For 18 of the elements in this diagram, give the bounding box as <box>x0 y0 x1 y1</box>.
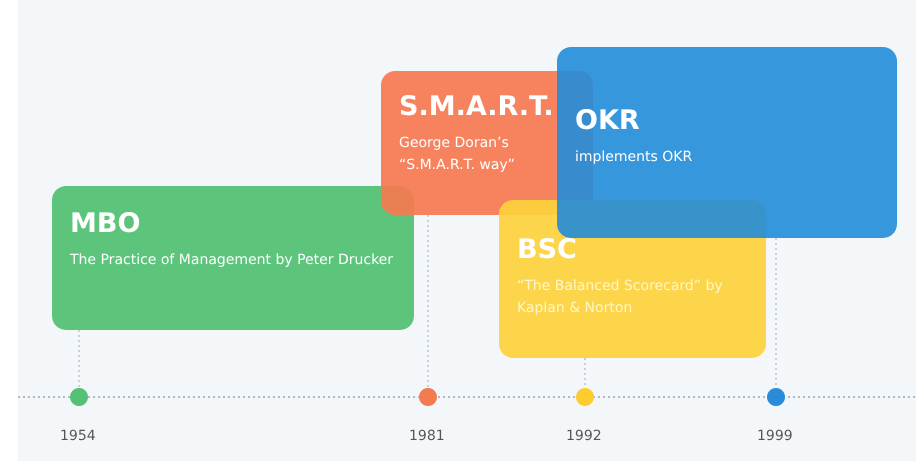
card-heading: BSC <box>517 234 577 265</box>
card-description: “The Balanced Scorecard” by Kaplan & Norton <box>517 277 724 318</box>
year-label: 1954 <box>60 428 96 444</box>
card-description: implements OKR <box>575 148 694 167</box>
card-heading: MBO <box>70 208 140 239</box>
year-label: 1992 <box>566 428 602 444</box>
leader-line <box>775 238 777 388</box>
leader-line <box>78 330 80 388</box>
card-heading: S.M.A.R.T. <box>399 91 554 122</box>
year-label: 1999 <box>757 428 793 444</box>
card-description: George Doran’s “S.M.A.R.T. way” <box>399 134 516 175</box>
card-heading: OKR <box>575 105 640 136</box>
timeline-card <box>52 186 414 330</box>
timeline-card <box>557 47 897 238</box>
leader-line <box>584 358 586 388</box>
year-label: 1981 <box>409 428 445 444</box>
card-description: The Practice of Management by Peter Drucker <box>70 251 394 270</box>
leader-line <box>427 215 429 388</box>
